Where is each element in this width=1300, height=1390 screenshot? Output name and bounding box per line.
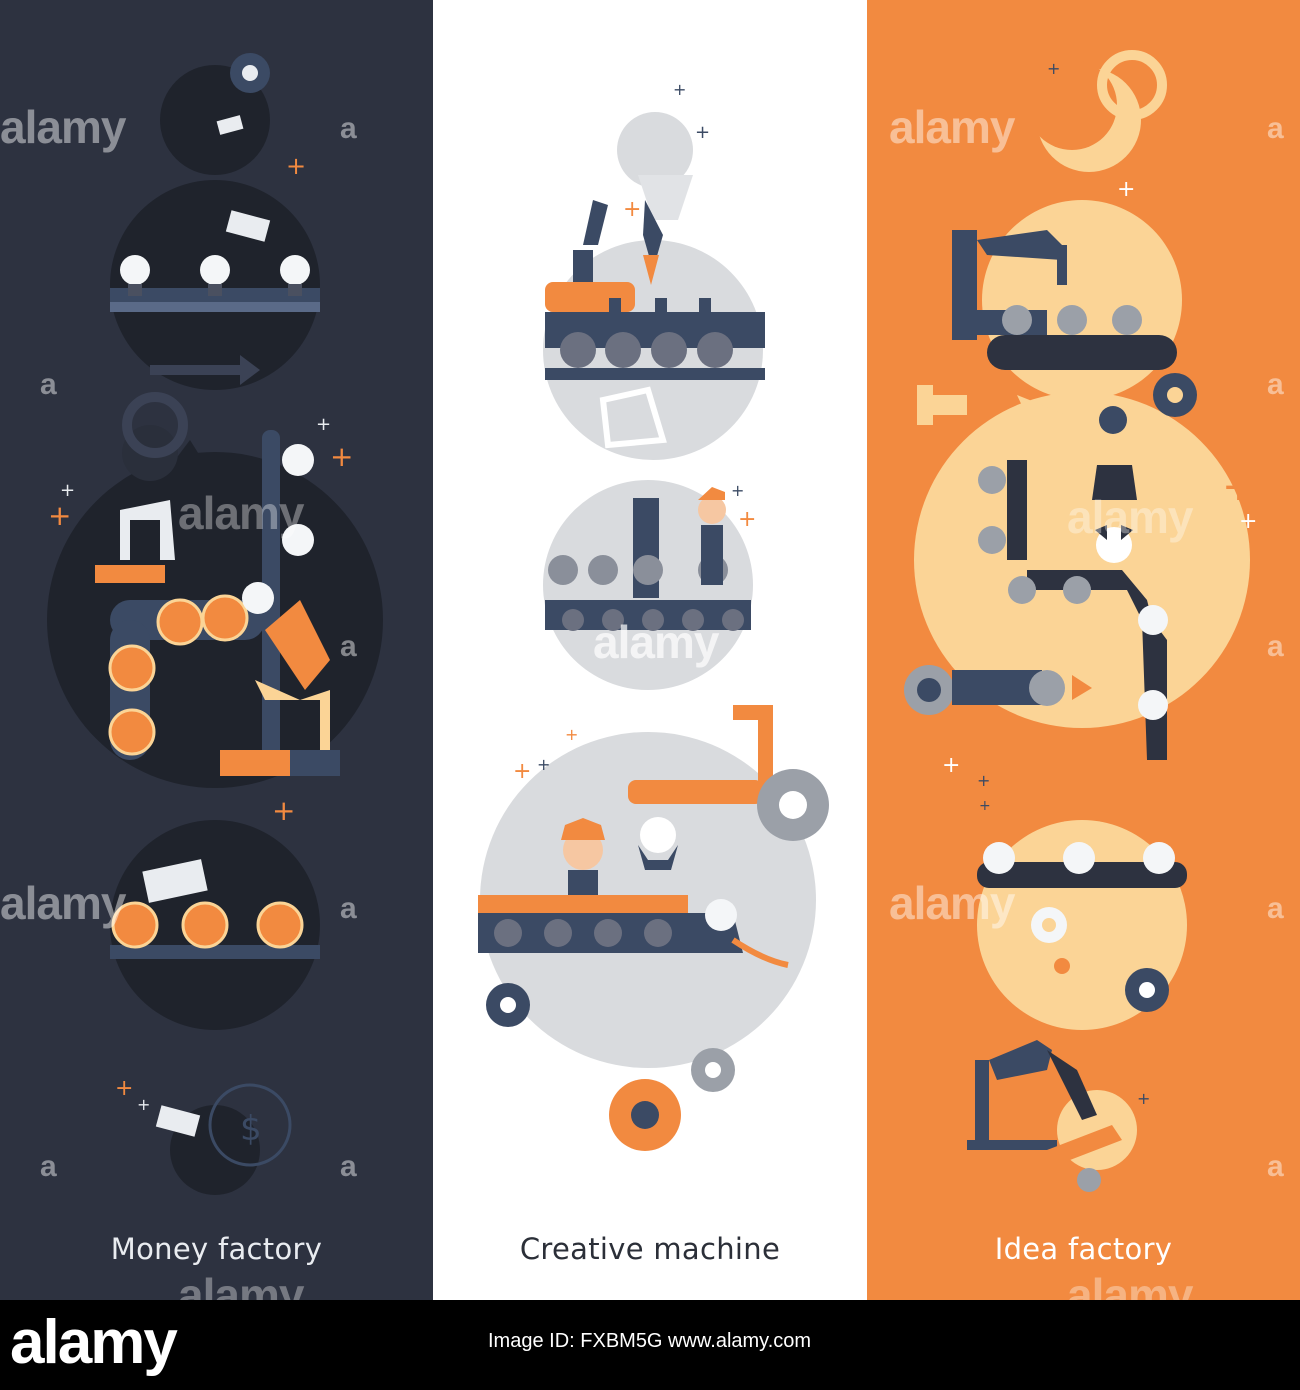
svg-text:+: +	[1120, 1071, 1138, 1096]
svg-text:+: +	[738, 507, 756, 532]
svg-text:+: +	[330, 440, 353, 473]
svg-text:+: +	[673, 80, 686, 99]
svg-text:+: +	[979, 798, 991, 814]
panel-title-money-factory: Money factory	[110, 1232, 323, 1266]
money-factory-illustration: + +++ ++	[47, 53, 383, 1195]
svg-text:+: +	[1137, 1089, 1150, 1108]
svg-text:+: +	[48, 499, 71, 532]
svg-text:+: +	[60, 480, 75, 501]
svg-text:+: +	[1222, 464, 1256, 510]
panel-title-creative-machine: Creative machine	[519, 1232, 781, 1266]
banner-money-factory: + +++ ++	[0, 0, 433, 1300]
svg-text:+: +	[695, 122, 710, 143]
svg-text:$: $	[240, 1109, 262, 1149]
svg-text:+: +	[286, 152, 306, 180]
svg-text:+: +	[115, 1076, 133, 1101]
svg-text:+: +	[731, 481, 744, 500]
banner-creative-machine: + + + + +	[433, 0, 867, 1300]
svg-text:+: +	[977, 771, 990, 790]
banner-idea-factory: + + + + + + +	[867, 0, 1300, 1300]
svg-text:+: +	[513, 759, 531, 784]
svg-text:+: +	[1239, 509, 1257, 534]
svg-text:+: +	[942, 753, 960, 778]
panel-title-idea-factory: Idea factory	[994, 1232, 1173, 1266]
creative-machine-illustration: + + + + +	[478, 80, 829, 1151]
svg-text:+: +	[537, 755, 550, 774]
svg-text:+: +	[316, 414, 331, 435]
footer-logo: alamy	[10, 1308, 178, 1377]
idea-factory-illustration: + + + + + + +	[904, 50, 1257, 1192]
stock-footer-bar: alamy Image ID: FXBM5G www.alamy.com	[0, 1300, 1300, 1390]
image-id-text: Image ID: FXBM5G www.alamy.com	[488, 1330, 812, 1352]
svg-text:+: +	[623, 197, 641, 222]
svg-text:+: +	[1047, 59, 1060, 78]
svg-text:+: +	[272, 794, 295, 827]
svg-text:+: +	[137, 1095, 150, 1114]
svg-text:+: +	[1117, 177, 1135, 202]
svg-text:+: +	[565, 725, 578, 744]
